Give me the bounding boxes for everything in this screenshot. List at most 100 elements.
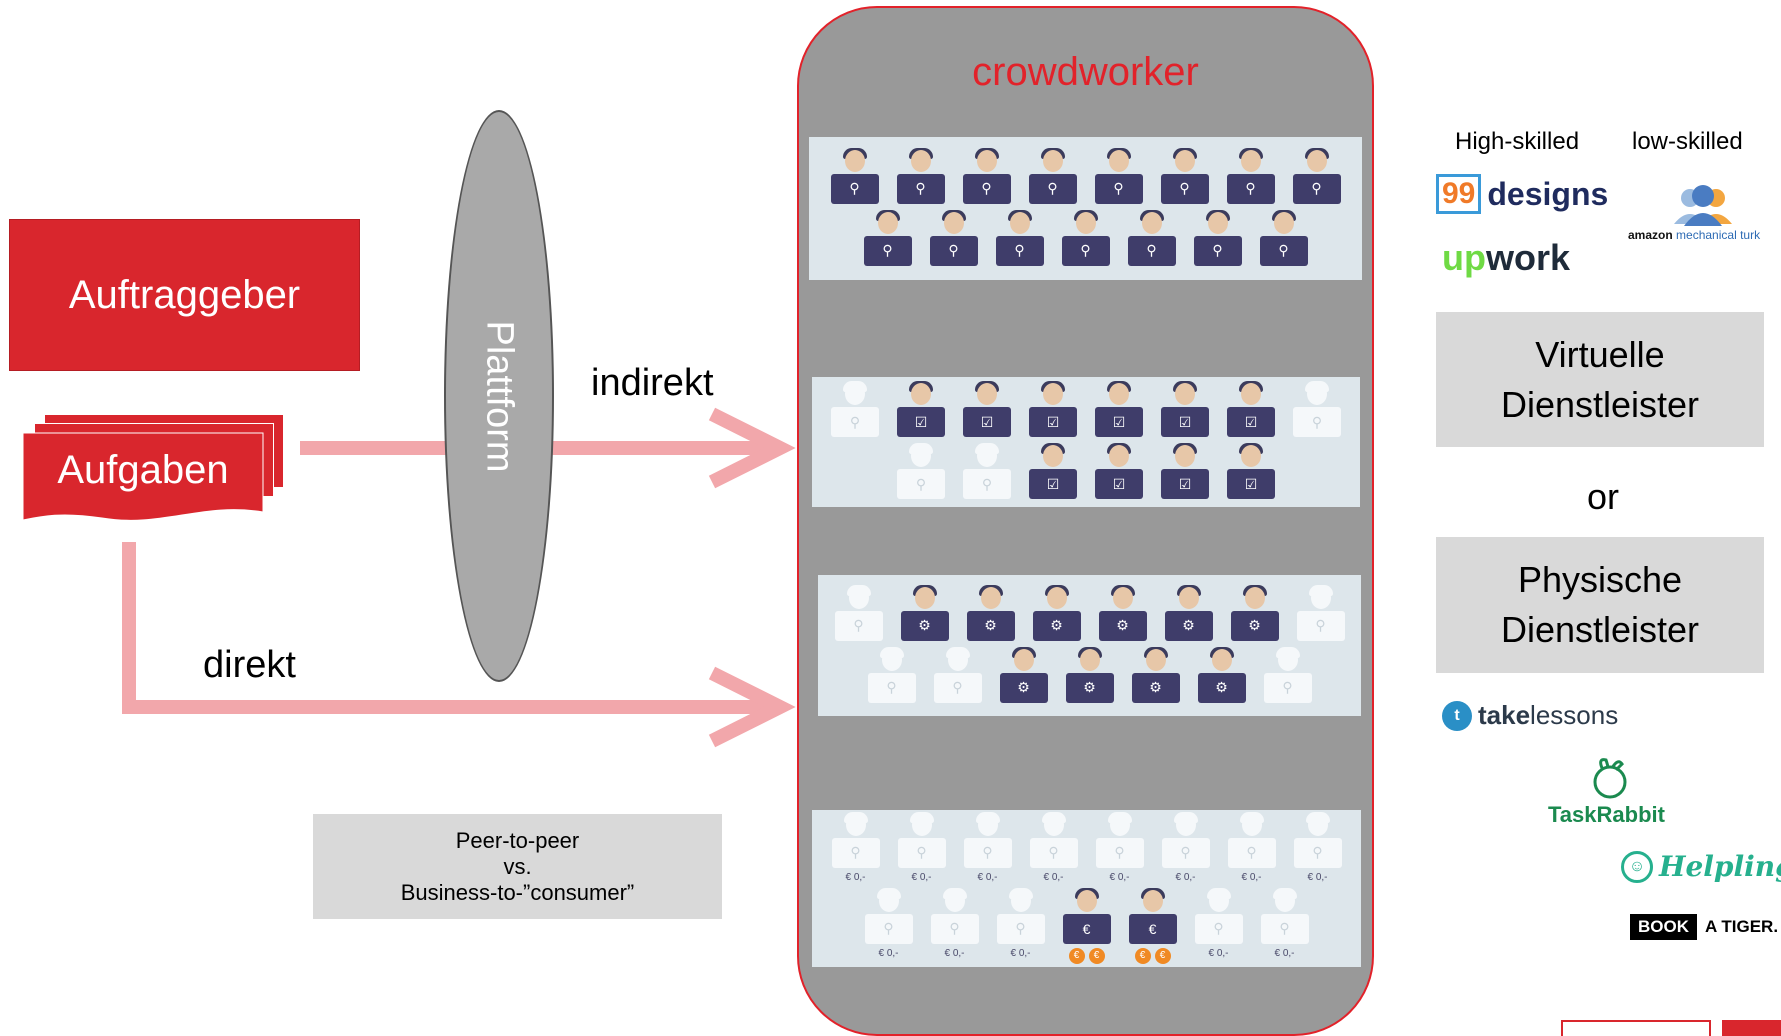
virtual-line-2: Dienstleister xyxy=(1500,383,1700,425)
worker-icon: ☑ xyxy=(895,381,947,439)
mturk-amazon: amazon xyxy=(1628,228,1673,242)
bookatiger-book: BOOK xyxy=(1630,914,1697,940)
worker-icon: ⚲ xyxy=(863,887,915,946)
worker-icon: ⚙ xyxy=(1229,584,1281,643)
worker-cell: ⚙ xyxy=(1064,646,1116,705)
worker-cell: ⚲€ 0,- xyxy=(962,811,1014,886)
helpling-logo: ☺ Helpling xyxy=(1621,850,1781,883)
high-skilled-label: High-skilled xyxy=(1455,128,1580,155)
coin-icon: € xyxy=(1154,947,1171,964)
fee-label: € 0,- xyxy=(911,871,932,883)
worker-strip-tasks: ⚲☑☑☑☑☑☑⚲⚲⚲☑☑☑☑ xyxy=(812,377,1360,507)
worker-row: ⚲⚲☑☑☑☑ xyxy=(812,443,1360,501)
worker-cell: ☑ xyxy=(1225,443,1277,501)
helpling-icon: ☺ xyxy=(1621,850,1653,883)
worker-icon: ⚙ xyxy=(1097,584,1149,643)
worker-icon: ⚲ xyxy=(866,646,918,705)
worker-cell: ⚙ xyxy=(1163,584,1215,643)
worker-cell: ☑ xyxy=(1159,381,1211,439)
worker-icon: ⚲ xyxy=(1028,811,1080,870)
takelessons-take: take xyxy=(1478,700,1531,730)
worker-cell: ⚙ xyxy=(1031,584,1083,643)
worker-icon: ☑ xyxy=(1027,381,1079,439)
worker-cell: ⚲ xyxy=(1093,147,1145,206)
worker-cell: ⚲€ 0,- xyxy=(1226,811,1278,886)
indirect-label: indirekt xyxy=(591,362,714,404)
upwork-work: work xyxy=(1485,237,1571,278)
worker-cell: ⚲ xyxy=(1027,147,1079,206)
worker-icon: ⚲ xyxy=(1027,147,1079,206)
worker-icon: ⚲ xyxy=(1126,209,1178,268)
worker-cell: ⚙ xyxy=(899,584,951,643)
99designs-logo: 99 designs xyxy=(1436,174,1608,214)
worker-cell: ⚲€ 0,- xyxy=(1028,811,1080,886)
worker-cell: ☑ xyxy=(1225,381,1277,439)
worker-icon: ⚲ xyxy=(895,147,947,206)
worker-icon: ⚲ xyxy=(962,811,1014,870)
worker-icon: ⚲ xyxy=(833,584,885,643)
worker-icon: ☑ xyxy=(1159,443,1211,501)
p2p-vs-b2c-box: Peer-to-peer vs. Business-to-”consumer” xyxy=(313,814,722,919)
fee-label: € 0,- xyxy=(1208,947,1229,959)
worker-icon: ⚙ xyxy=(1163,584,1215,643)
platform-ellipse: Plattform xyxy=(444,110,554,682)
physical-line-1: Physische xyxy=(1517,559,1683,600)
worker-cell: ⚲€ 0,- xyxy=(995,887,1047,964)
p2p-line-3: Business-to-”consumer” xyxy=(400,879,635,905)
mturk-people-icon xyxy=(1674,185,1732,226)
worker-cell: ⚲ xyxy=(1295,584,1347,643)
coin-icon: € xyxy=(1068,947,1085,964)
worker-icon: ⚙ xyxy=(1064,646,1116,705)
client-box: Auftraggeber xyxy=(9,219,360,371)
low-skilled-label: low-skilled xyxy=(1632,128,1743,155)
worker-cell: ⚙ xyxy=(1130,646,1182,705)
platform-label: Plattform xyxy=(478,319,521,473)
takelessons-logo: t takelessons xyxy=(1442,700,1618,731)
worker-cell: ⚙ xyxy=(1097,584,1149,643)
coin-icon: € xyxy=(1088,947,1105,964)
worker-cell: ⚲ xyxy=(1192,209,1244,268)
crowdworker-title: crowdworker xyxy=(972,50,1199,94)
worker-cell: ☑ xyxy=(1027,381,1079,439)
p2p-line-2: vs. xyxy=(503,853,532,879)
corner-filled-fragment xyxy=(1722,1020,1781,1036)
worker-icon: ⚙ xyxy=(1031,584,1083,643)
worker-cell: ☑ xyxy=(961,381,1013,439)
worker-cell: ⚲ xyxy=(1262,646,1314,705)
worker-icon: ⚲ xyxy=(829,147,881,206)
worker-row: ⚲⚲⚲⚲⚲⚲⚲⚲ xyxy=(809,147,1362,206)
worker-icon: ⚙ xyxy=(1196,646,1248,705)
worker-icon: ☑ xyxy=(1093,443,1145,501)
fee-label: € 0,- xyxy=(845,871,866,883)
upwork-up: up xyxy=(1442,237,1486,278)
worker-icon: € xyxy=(1061,887,1113,946)
worker-icon: ⚲ xyxy=(895,443,947,501)
worker-cell: ⚲ xyxy=(1291,147,1343,206)
rabbit-icon xyxy=(1593,758,1627,799)
coin-pair: €€ xyxy=(1134,947,1171,964)
worker-icon: ⚲ xyxy=(1262,646,1314,705)
worker-icon: ⚲ xyxy=(1226,811,1278,870)
tasks-label-wrap: Aufgaben xyxy=(22,436,264,504)
mturk-rest: mechanical turk xyxy=(1676,228,1761,242)
or-label: or xyxy=(1587,476,1620,517)
corner-outline-fragment xyxy=(1561,1020,1711,1036)
worker-cell: ⚲ xyxy=(866,646,918,705)
worker-strip-payment: ⚲€ 0,-⚲€ 0,-⚲€ 0,-⚲€ 0,-⚲€ 0,-⚲€ 0,-⚲€ 0… xyxy=(812,810,1361,967)
worker-cell: ☑ xyxy=(895,381,947,439)
worker-icon: ⚲ xyxy=(1291,381,1343,439)
worker-icon: ⚲ xyxy=(961,147,1013,206)
takelessons-rest: lessons xyxy=(1530,700,1619,730)
worker-icon: ⚲ xyxy=(995,887,1047,946)
worker-icon: ☑ xyxy=(1159,381,1211,439)
worker-cell: ⚲ xyxy=(932,646,984,705)
direct-arrow-head xyxy=(708,666,796,748)
worker-icon: ⚲ xyxy=(1295,584,1347,643)
worker-icon: ⚲ xyxy=(830,811,882,870)
worker-cell: ⚲ xyxy=(1159,147,1211,206)
worker-icon: ⚲ xyxy=(1225,147,1277,206)
worker-cell: ⚙ xyxy=(998,646,1050,705)
worker-icon: ⚲ xyxy=(1292,811,1344,870)
worker-cell: ⚲€ 0,- xyxy=(929,887,981,964)
worker-icon: ⚲ xyxy=(961,443,1013,501)
